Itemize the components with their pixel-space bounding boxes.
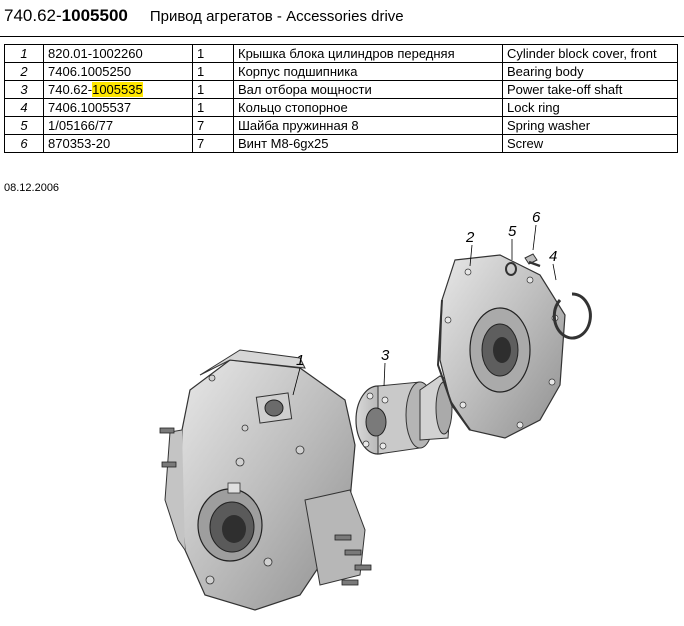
name-ru-cell: Винт М8-6gх25 [233,134,503,153]
callout-4: 4 [549,248,557,265]
position-cell: 6 [4,134,44,153]
table-row: 3 740.62-1005535 1 Вал отбора мощности P… [4,80,678,99]
part-5-spring-washer [505,262,517,276]
callout-5: 5 [508,223,517,240]
callout-3: 3 [381,347,390,364]
position-cell: 4 [4,98,44,117]
quantity-cell: 7 [192,116,234,135]
position-cell: 3 [4,80,44,99]
name-ru-cell: Крышка блока цилиндров передняя [233,44,503,63]
table-row: 6 870353-20 7 Винт М8-6gх25 Screw [4,134,678,153]
highlighted-part-number: 1005535 [92,82,143,97]
name-en-cell: Screw [502,134,678,153]
quantity-cell: 7 [192,134,234,153]
name-en-cell: Cylinder block cover, front [502,44,678,63]
header-divider [0,36,684,37]
table-row: 2 7406.1005250 1 Корпус подшипника Beari… [4,62,678,81]
part-6-screw [524,253,541,268]
callout-1: 1 [296,352,304,369]
name-en-cell: Spring washer [502,116,678,135]
table-row: 5 1/05166/77 7 Шайба пружинная 8 Spring … [4,116,678,135]
name-ru-cell: Вал отбора мощности [233,80,503,99]
part-number-cell: 7406.1005537 [43,98,193,117]
name-en-cell: Power take-off shaft [502,80,678,99]
table-row: 4 7406.1005537 1 Кольцо стопорное Lock r… [4,98,678,117]
table-row: 1 820.01-1002260 1 Крышка блока цилиндро… [4,44,678,63]
part-number-cell: 740.62-1005535 [43,80,193,99]
exploded-view-drawing: 1 2 3 4 5 6 [159,209,592,611]
part-number-cell: 870353-20 [43,134,193,153]
part-3-shaft [355,375,453,455]
position-cell: 1 [4,44,44,63]
quantity-cell: 1 [192,62,234,81]
assembly-title: Привод агрегатов - Accessories drive [149,8,404,25]
name-ru-cell: Шайба пружинная 8 [233,116,503,135]
part-1-housing [159,349,372,611]
part-2-bearing-body [436,254,566,439]
position-cell: 2 [4,62,44,81]
callout-2: 2 [465,229,475,246]
name-en-cell: Bearing body [502,62,678,81]
part-number-cell: 7406.1005250 [43,62,193,81]
callout-6: 6 [532,209,541,226]
document-date: 08.12.2006 [4,182,60,194]
document-header: 740.62-1005500 Привод агрегатов - Access… [4,6,404,30]
part-4-lock-ring [552,292,592,340]
quantity-cell: 1 [192,98,234,117]
name-en-cell: Lock ring [502,98,678,117]
part-number-cell: 1/05166/77 [43,116,193,135]
position-cell: 5 [4,116,44,135]
quantity-cell: 1 [192,80,234,99]
name-ru-cell: Корпус подшипника [233,62,503,81]
callouts: 1 2 3 4 5 6 [292,209,557,396]
name-ru-cell: Кольцо стопорное [233,98,503,117]
assembly-code: 740.62-1005500 [4,6,128,25]
quantity-cell: 1 [192,44,234,63]
parts-table: 1 820.01-1002260 1 Крышка блока цилиндро… [4,44,678,153]
part-number-cell: 820.01-1002260 [43,44,193,63]
